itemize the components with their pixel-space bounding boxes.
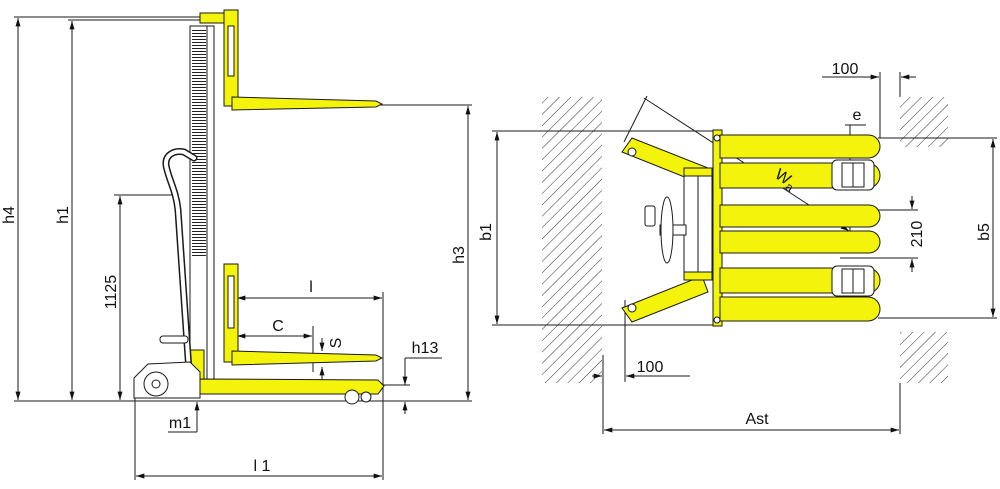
e-label: e: [853, 107, 862, 124]
pump-pedal: [159, 335, 189, 344]
mast-chain: [192, 30, 206, 258]
stacker-top: [621, 129, 881, 327]
s-label: S: [328, 338, 345, 349]
right-upper-wall: [900, 97, 948, 147]
top-100-label: 100: [832, 61, 859, 78]
l1-label: l 1: [254, 458, 271, 475]
upper-arm-bolt: [627, 147, 637, 157]
mast-body-bottom-plate: [683, 271, 713, 281]
chassis-frame: [712, 129, 723, 327]
b5-label: b5: [976, 223, 993, 241]
left-wall: [542, 97, 602, 383]
upper-fork: [231, 96, 384, 111]
lower-rear-arm: [621, 275, 709, 323]
outer-leg-top: [719, 134, 881, 159]
right-lower-wall: [900, 332, 948, 383]
frame-screw-bottom: [713, 316, 721, 324]
front-wheel-rear: [360, 391, 372, 403]
rear-wheel-hub: [151, 379, 161, 389]
h4-label: h4: [1, 206, 18, 224]
tiller-grip: [644, 205, 656, 227]
bottom-100-label: 100: [637, 359, 664, 376]
m1-label: m1: [169, 415, 191, 432]
h1-label: h1: [55, 206, 72, 224]
lower-fork: [231, 350, 384, 366]
tiller-handle: [163, 149, 196, 388]
top-view: 100 e Wa b1 210 b5 100 Ast: [478, 61, 997, 434]
mast-body-top-plate: [683, 167, 713, 177]
side-view: h4 h1 1125 h3 l C S h13 m1 l 1: [1, 9, 472, 480]
walls: [542, 97, 948, 383]
fork-top: [719, 204, 881, 228]
wa-radius-line: [623, 95, 648, 143]
ast-label: Ast: [745, 411, 769, 428]
fork-bottom: [719, 230, 881, 254]
frame-screw-top: [713, 134, 721, 142]
lower-carriage-window: [227, 275, 235, 329]
top-labels: 100 e Wa b1 210 b5 100 Ast: [478, 61, 993, 428]
h13-label: h13: [412, 340, 439, 357]
h3-label: h3: [451, 246, 468, 264]
210-label: 210: [909, 221, 926, 248]
side-dimension-lines: [15, 18, 471, 479]
b1-label: b1: [478, 223, 495, 241]
top-extension-lines: [492, 72, 997, 434]
c-label: C: [272, 318, 284, 335]
upper-carriage-window: [227, 25, 235, 77]
tiller-top-view: [660, 196, 674, 264]
stacker-side: [133, 9, 385, 405]
1125-label: 1125: [103, 275, 120, 310]
front-wheel: [344, 389, 360, 405]
side-labels: h4 h1 1125 h3 l C S h13 m1 l 1: [1, 206, 468, 475]
outer-leg-bottom: [719, 296, 881, 322]
l-label: l: [309, 279, 313, 296]
lower-arm-bolt: [627, 303, 637, 313]
